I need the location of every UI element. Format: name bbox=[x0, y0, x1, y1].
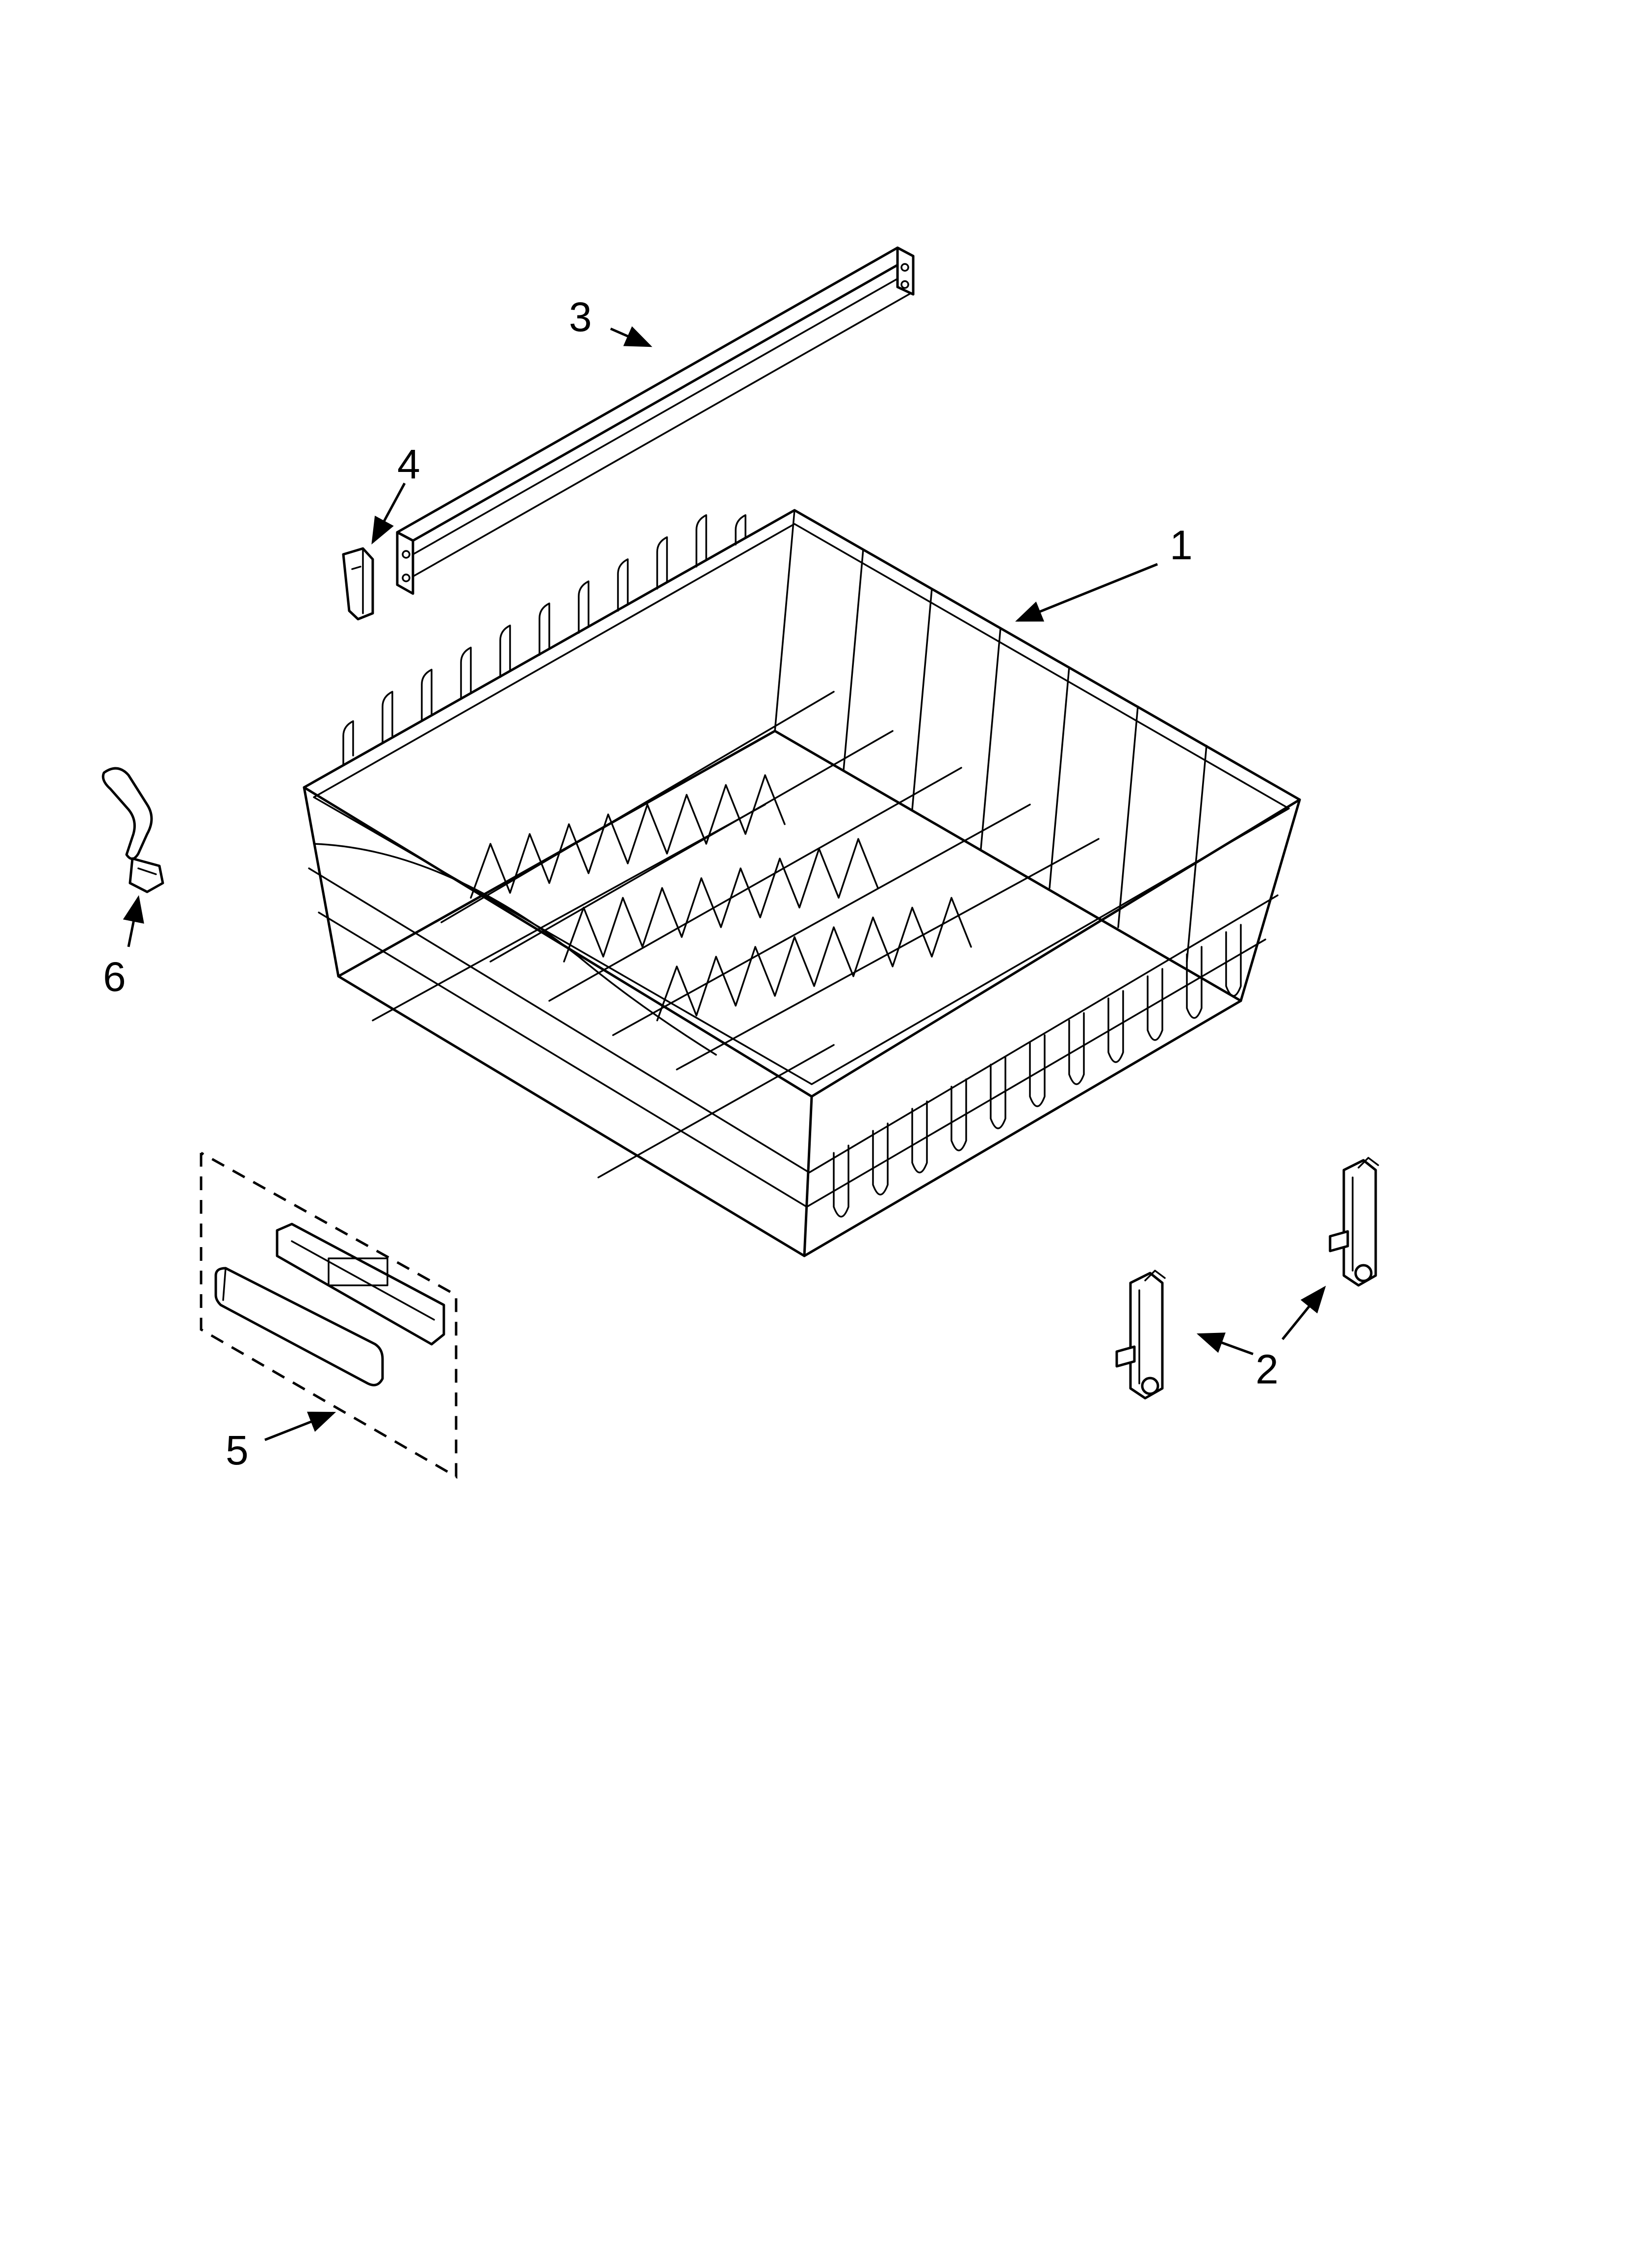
leader-4 bbox=[371, 482, 406, 545]
leader-5 bbox=[264, 1411, 336, 1441]
dishrack-part bbox=[303, 509, 1301, 1257]
callout-5: 5 bbox=[226, 1427, 249, 1473]
callout-labels: 1 2 3 4 5 6 bbox=[103, 294, 1279, 1473]
right-side-bars bbox=[843, 548, 1207, 963]
callout-4: 4 bbox=[397, 441, 420, 487]
leader-2a bbox=[1196, 1332, 1254, 1356]
callout-3: 3 bbox=[569, 294, 592, 340]
callout-2: 2 bbox=[1256, 1346, 1279, 1392]
leader-1 bbox=[1015, 563, 1158, 622]
rail-part bbox=[396, 246, 915, 595]
leader-2b bbox=[1282, 1285, 1326, 1340]
roller-part-left bbox=[1115, 1270, 1166, 1400]
handle-assembly-part bbox=[200, 1151, 458, 1479]
callout-6: 6 bbox=[103, 954, 126, 1000]
inner-tines bbox=[313, 691, 1100, 1070]
clip-part bbox=[102, 767, 164, 893]
leader-6 bbox=[123, 895, 144, 947]
end-cap-part bbox=[342, 547, 374, 621]
callout-1: 1 bbox=[1170, 522, 1193, 568]
leader-lines bbox=[123, 326, 1326, 1441]
back-tines bbox=[342, 514, 746, 766]
front-tines bbox=[833, 924, 1242, 1218]
leader-3 bbox=[610, 326, 653, 347]
roller-part-right bbox=[1329, 1157, 1379, 1287]
